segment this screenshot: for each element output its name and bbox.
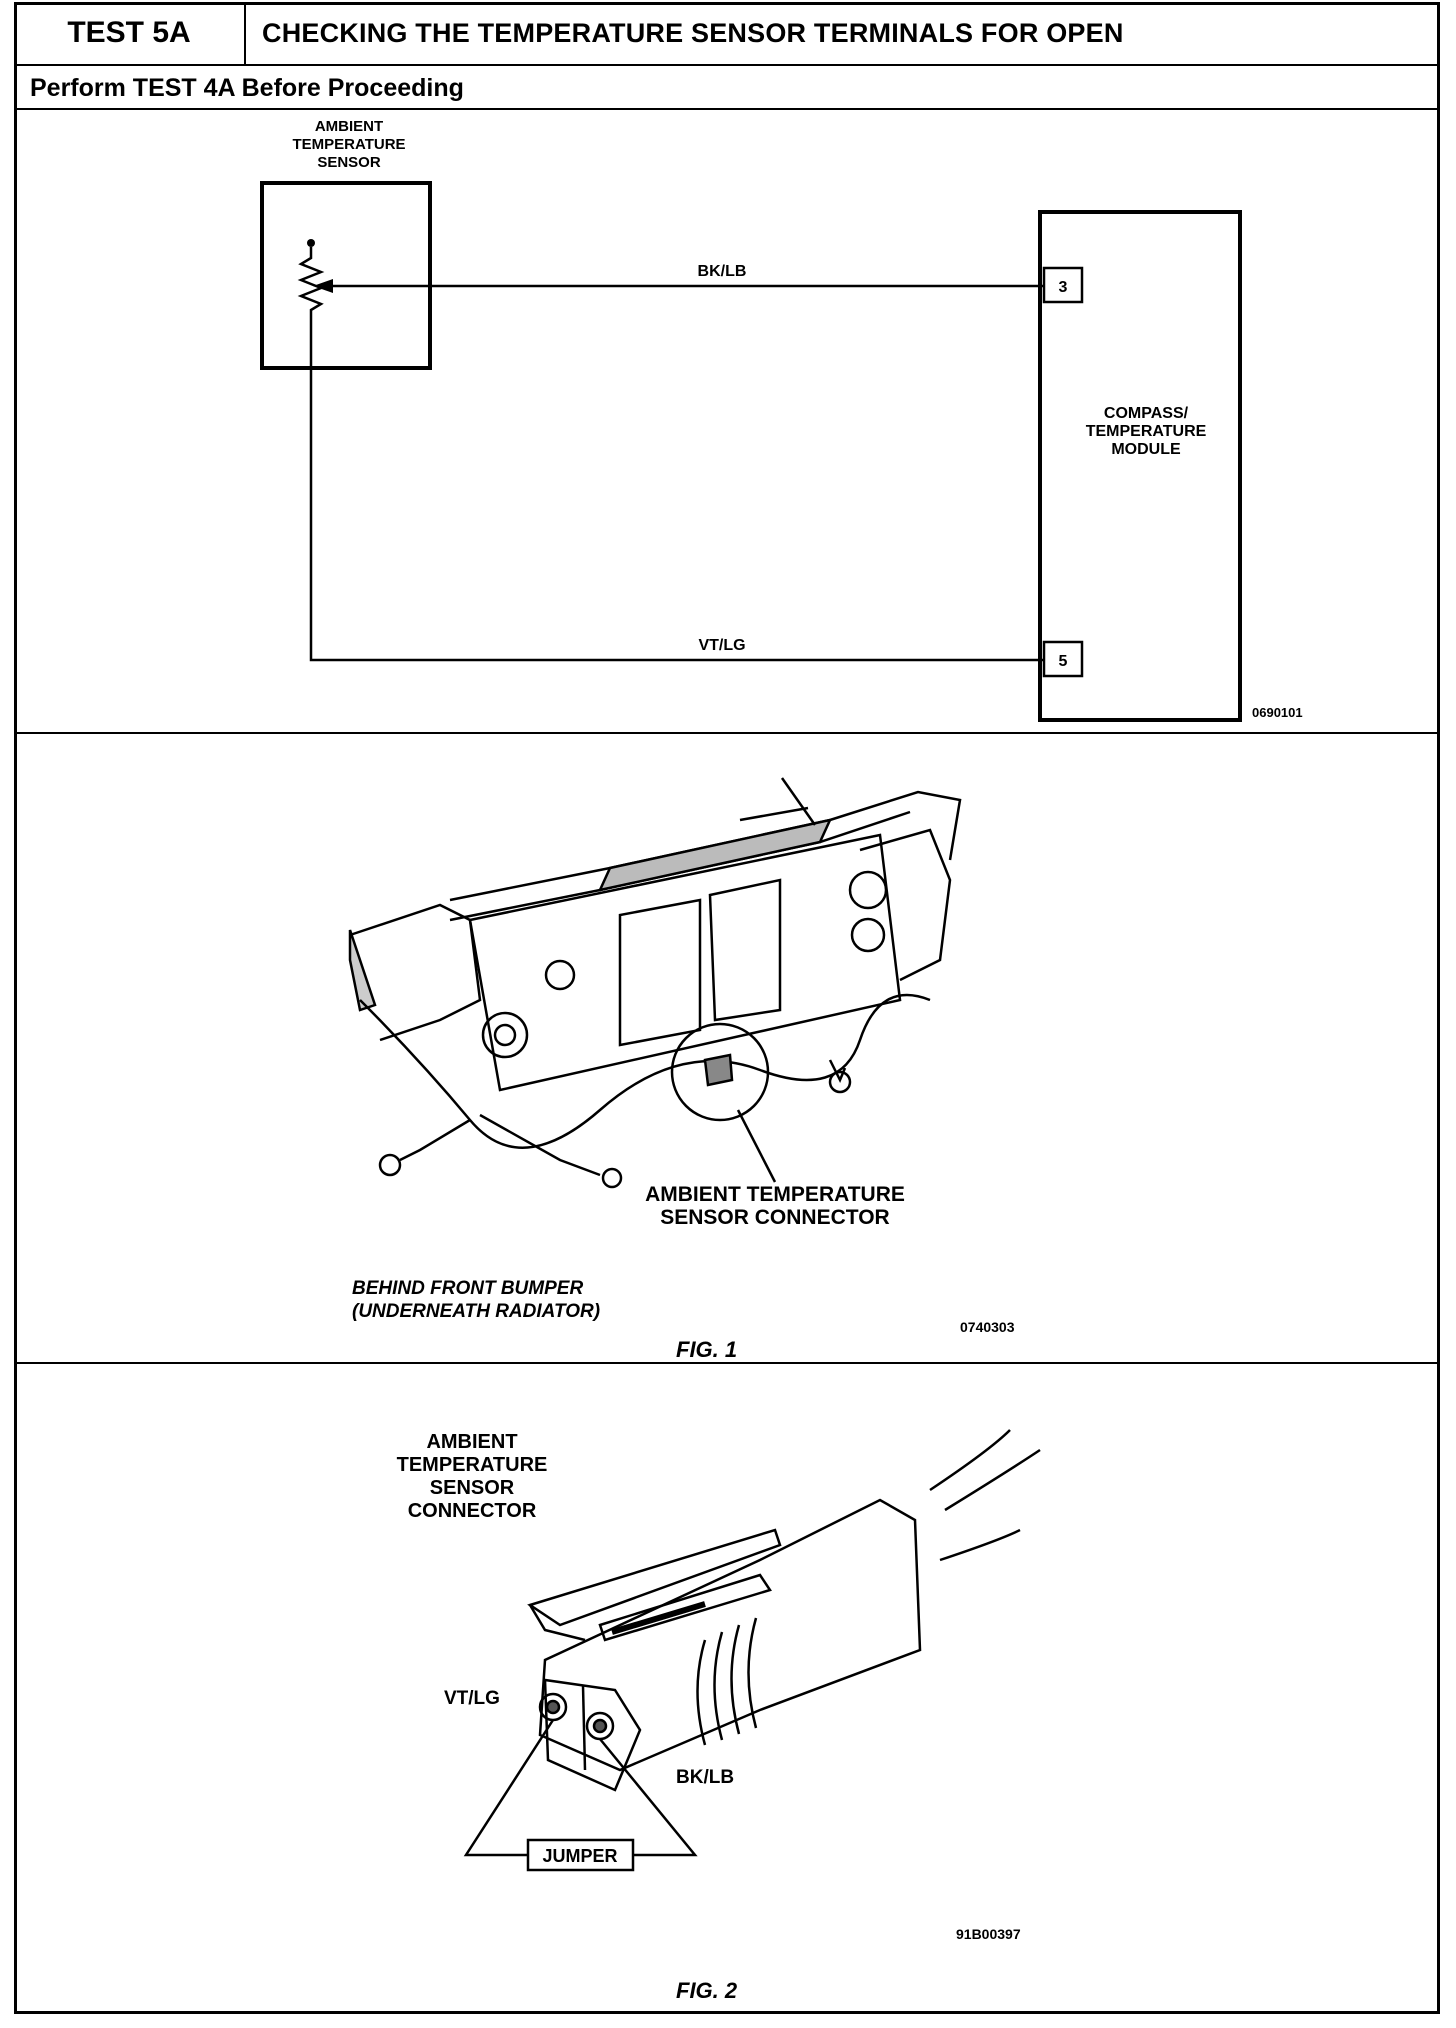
fig2-connector-label: AMBIENT TEMPERATURE SENSOR CONNECTOR — [372, 1431, 572, 1523]
fig1-callout-line1: AMBIENT TEMPERATURE — [645, 1183, 905, 1206]
resistor-symbol — [297, 247, 325, 322]
fig2-code: 91B00397 — [956, 1926, 1021, 1942]
sensor-label-line3: SENSOR — [317, 154, 381, 171]
fig1-callout: AMBIENT TEMPERATURE SENSOR CONNECTOR — [610, 1183, 940, 1229]
fig2-connector-line3: SENSOR — [429, 1477, 515, 1499]
wire-vt-lg — [309, 322, 1044, 662]
fig1-caption: FIG. 1 — [676, 1337, 738, 1362]
jumper-label: JUMPER — [542, 1846, 617, 1866]
module-label-line2: TEMPERATURE — [1086, 423, 1207, 440]
pin-5-label: 5 — [1059, 653, 1068, 670]
wiper-arrow — [313, 279, 333, 293]
fig1-illustration — [348, 777, 962, 1189]
pin-3-label: 3 — [1059, 279, 1068, 296]
module-label-line1: COMPASS/ — [1104, 405, 1189, 422]
fig2-caption: FIG. 2 — [676, 1978, 738, 2003]
panel-divider-1 — [14, 732, 1440, 734]
resistor-terminal — [307, 239, 315, 247]
module-label-line3: MODULE — [1111, 441, 1181, 458]
prerequisite-note: Perform TEST 4A Before Proceeding — [30, 74, 464, 102]
page-frame — [14, 2, 1440, 2014]
fig2-connector-line1: AMBIENT — [426, 1431, 518, 1453]
fig1-location-line2: (UNDERNEATH RADIATOR) — [352, 1300, 601, 1322]
fig2-right-terminal-label: BK/LB — [676, 1767, 735, 1788]
page-title: CHECKING THE TEMPERATURE SENSOR TERMINAL… — [262, 18, 1124, 48]
fig1-code: 0740303 — [960, 1319, 1015, 1335]
module-box — [1038, 210, 1242, 722]
wire-bottom-label: VT/LG — [698, 637, 745, 654]
pin-5-box — [1042, 640, 1084, 678]
fig1-location: BEHIND FRONT BUMPER (UNDERNEATH RADIATOR… — [352, 1278, 600, 1324]
header-divider — [14, 64, 1440, 66]
wire-top-label: BK/LB — [698, 263, 747, 280]
sensor-label-line1: AMBIENT — [315, 118, 383, 135]
sensor-label-line2: TEMPERATURE — [292, 136, 405, 153]
fig2-connector-line4: CONNECTOR — [407, 1500, 537, 1522]
fig1-location-line1: BEHIND FRONT BUMPER — [352, 1278, 584, 1299]
sensor-box — [260, 181, 432, 370]
fig2-left-terminal-label: VT/LG — [444, 1688, 500, 1709]
fig1-callout-line2: SENSOR CONNECTOR — [660, 1206, 890, 1230]
pin-3-box — [1042, 266, 1084, 304]
subheader-divider — [14, 108, 1440, 110]
fig2-connector-line2: TEMPERATURE — [396, 1454, 548, 1476]
schematic-code: 0690101 — [1252, 705, 1303, 720]
panel-divider-2 — [14, 1362, 1440, 1364]
